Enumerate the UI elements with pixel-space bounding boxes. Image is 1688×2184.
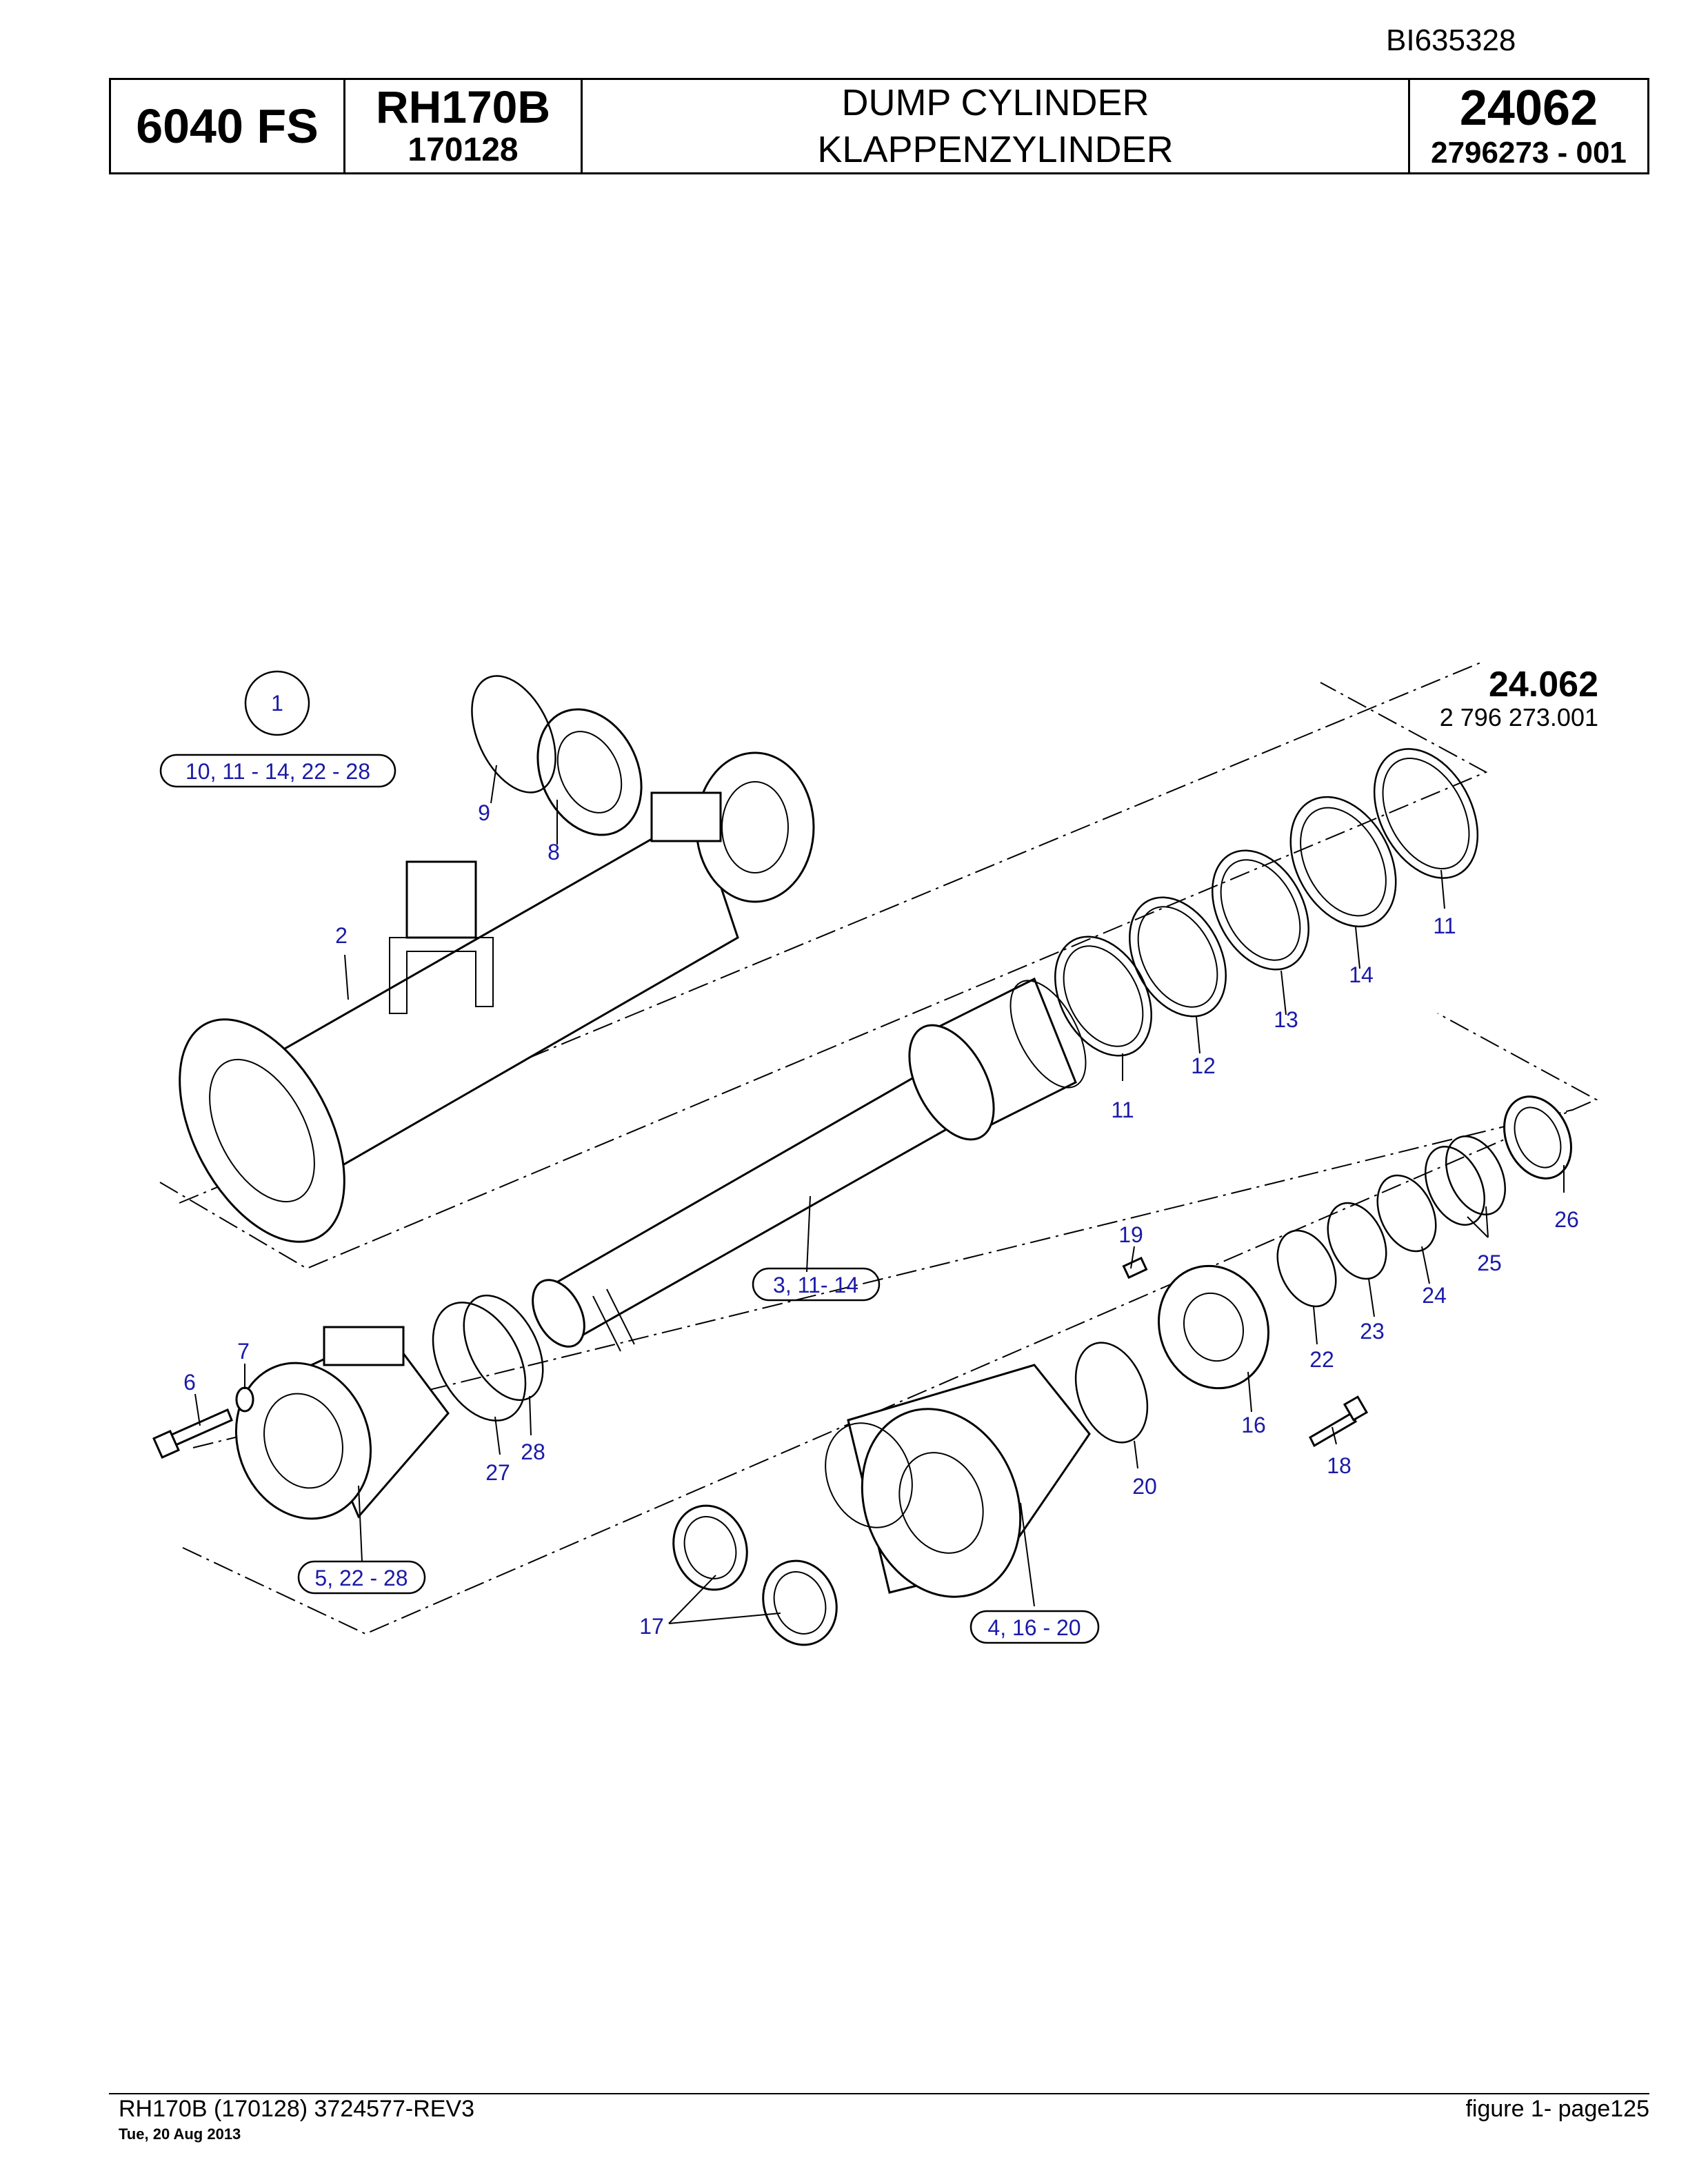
- callout-6: 6: [183, 1370, 196, 1395]
- assembly-marker-number: 1: [271, 691, 283, 716]
- leader-lines: [194, 765, 1565, 1624]
- seal-ring-11b: [1373, 748, 1479, 879]
- callout-24: 24: [1422, 1283, 1447, 1308]
- seal-ring-11a: [1054, 936, 1152, 1057]
- piston-nut: [1158, 1264, 1269, 1390]
- callout-18: 18: [1327, 1453, 1352, 1478]
- group-label-3: 3, 11- 14: [773, 1273, 858, 1297]
- footer-date: Tue, 20 Aug 2013: [119, 2125, 241, 2143]
- callout-11a: 11: [1111, 1098, 1134, 1122]
- callout-26: 26: [1554, 1207, 1579, 1232]
- callout-12: 12: [1191, 1053, 1216, 1078]
- rod-eye: [825, 1364, 1091, 1598]
- group-label-1: 10, 11 - 14, 22 - 28: [185, 759, 370, 784]
- callout-17: 17: [639, 1614, 664, 1639]
- bushing-17b: [762, 1559, 838, 1646]
- bushing-17a: [672, 1504, 748, 1591]
- seal-ring-14: [1289, 796, 1397, 928]
- callout-14: 14: [1349, 962, 1374, 987]
- group-box-5: [297, 1560, 426, 1595]
- callout-19: 19: [1118, 1222, 1143, 1247]
- callout-11b: 11: [1433, 913, 1456, 938]
- drawing-ref-number: 24.062: [1489, 665, 1598, 705]
- document-id: BI635328: [1386, 23, 1516, 57]
- ring-25: [1424, 1135, 1507, 1226]
- footer-rule: [109, 2093, 1649, 2094]
- group-number: 24062: [1459, 81, 1598, 136]
- callout-7: 7: [237, 1339, 250, 1364]
- callout-13: 13: [1274, 1007, 1298, 1032]
- serial-label: 170128: [408, 132, 519, 168]
- part-number: 2796273 - 001: [1431, 136, 1627, 170]
- piston-rod: [532, 977, 1087, 1352]
- footer-page: figure 1- page125: [1465, 2096, 1649, 2122]
- group-cell: 24062 2796273 - 001: [1410, 80, 1647, 172]
- cylinder-tube: [179, 751, 815, 1243]
- model-label: RH170B: [375, 81, 551, 132]
- pin-19: [1122, 1256, 1148, 1280]
- lower-centerline: [192, 1109, 1573, 1448]
- callout-27: 27: [485, 1460, 510, 1485]
- footer-doc-ref: RH170B (170128) 3724577-REV3: [119, 2096, 475, 2122]
- seal-ring-13: [1212, 849, 1309, 971]
- group-box-4: [969, 1610, 1100, 1644]
- callout-28: 28: [521, 1439, 545, 1464]
- seal-ring-12: [1129, 896, 1227, 1018]
- title-en: DUMP CYLINDER: [841, 82, 1149, 123]
- retaining-ring-9: [471, 675, 556, 793]
- callout-2: 2: [335, 923, 348, 948]
- callout-9: 9: [478, 800, 490, 825]
- title-block: 6040 FS RH170B 170128 DUMP CYLINDER KLAP…: [109, 78, 1649, 174]
- assembly-marker-circle: [244, 670, 310, 736]
- group-label-4: 4, 16 - 20: [987, 1615, 1081, 1640]
- washer-7: [235, 1386, 254, 1413]
- lower-assembly-frame: [182, 1013, 1598, 1635]
- bolt-6: [152, 1408, 233, 1459]
- ring-24: [1376, 1174, 1437, 1253]
- callout-22: 22: [1309, 1347, 1334, 1372]
- group-label-5: 5, 22 - 28: [314, 1566, 408, 1590]
- callout-25: 25: [1477, 1251, 1502, 1275]
- model-cell: RH170B 170128: [345, 80, 583, 172]
- series-label: 6040 FS: [136, 99, 319, 153]
- bolt-18: [1309, 1395, 1369, 1448]
- o-ring-20: [1074, 1342, 1149, 1444]
- group-box-3: [752, 1267, 881, 1302]
- ring-22: [1276, 1229, 1337, 1308]
- upper-assembly-frame: [159, 682, 1488, 1270]
- title-de: KLAPPENZYLINDER: [817, 129, 1174, 170]
- bearing-8: [536, 708, 643, 836]
- seal-27: [432, 1302, 527, 1422]
- ring-23: [1327, 1202, 1387, 1280]
- callout-16: 16: [1241, 1413, 1266, 1437]
- callout-23: 23: [1360, 1319, 1385, 1344]
- bushing-26: [1503, 1095, 1572, 1180]
- cylinder-head: [234, 1326, 450, 1520]
- callout-20: 20: [1132, 1474, 1157, 1499]
- drawing-ref-sub: 2 796 273.001: [1440, 703, 1598, 731]
- callout-8: 8: [547, 840, 560, 865]
- group-box-1: [159, 754, 396, 788]
- title-cell: DUMP CYLINDER KLAPPENZYLINDER: [583, 80, 1410, 172]
- series-cell: 6040 FS: [111, 80, 345, 172]
